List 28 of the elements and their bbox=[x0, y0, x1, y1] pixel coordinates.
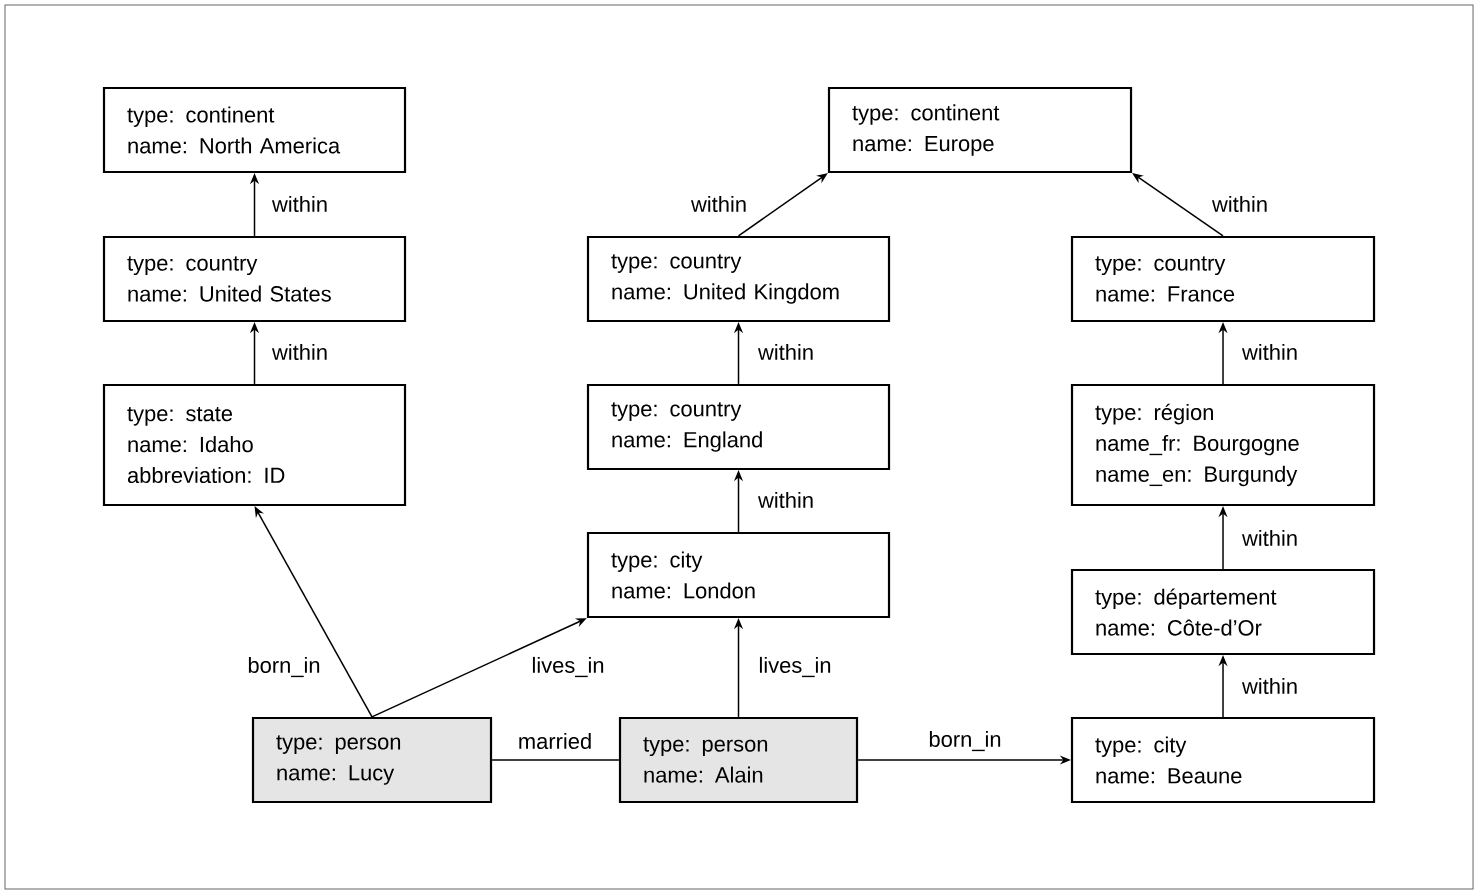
edge-label: within bbox=[270, 342, 330, 363]
entity-box: type: state name: Idaho abbreviation: ID bbox=[102, 383, 407, 507]
edge-label: within bbox=[1240, 676, 1301, 697]
edge-label: within bbox=[756, 490, 817, 511]
entity-box: type: country name: England bbox=[586, 383, 891, 471]
arrow bbox=[737, 173, 828, 237]
entity-box: type: continent name: North America bbox=[102, 86, 407, 174]
edge-label: within bbox=[689, 193, 750, 215]
entity-box: type: région name_fr: Bourgogne name_en: Burgundy bbox=[1070, 383, 1376, 507]
entity-box: type: country name: United States bbox=[102, 235, 407, 323]
edge-label: within bbox=[270, 193, 330, 215]
edge-label: born_in bbox=[926, 728, 1004, 754]
edge-label: lives_in bbox=[756, 654, 834, 680]
edge-label: married bbox=[515, 730, 595, 752]
entity-box: type: country name: United Kingdom bbox=[586, 235, 891, 323]
entity-box: type: city name: Beaune bbox=[1070, 716, 1376, 804]
edge-label: within bbox=[756, 342, 817, 363]
entity-box: type: département name: Côte-d’Or bbox=[1070, 568, 1376, 656]
entity-box: type: city name: London bbox=[586, 531, 891, 619]
edge-label: lives_in bbox=[529, 654, 607, 680]
edge-label: within bbox=[1210, 193, 1271, 215]
entity-box: type: continent name: Europe bbox=[827, 86, 1133, 174]
entity-box: type: country name: France bbox=[1070, 235, 1376, 323]
edge-label: within bbox=[1240, 342, 1301, 363]
entity-box: type: person name: Lucy bbox=[251, 716, 493, 804]
edge-label: born_in bbox=[245, 654, 323, 680]
edge-label: within bbox=[1240, 528, 1301, 549]
entity-box: type: person name: Alain bbox=[618, 716, 859, 804]
